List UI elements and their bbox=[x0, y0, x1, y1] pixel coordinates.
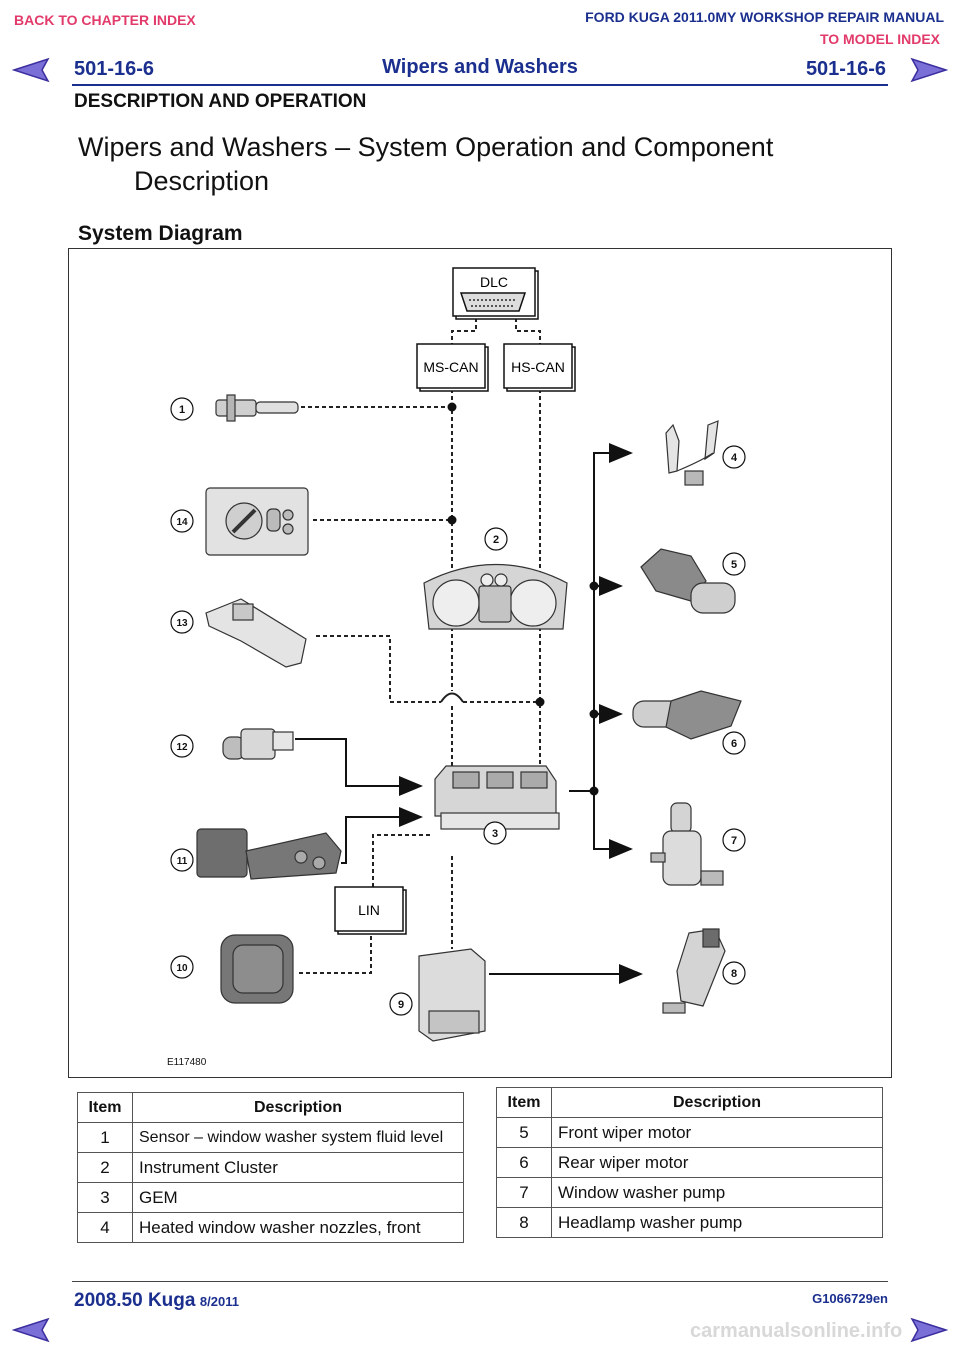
manual-title: FORD KUGA 2011.0MY WORKSHOP REPAIR MANUA… bbox=[585, 9, 944, 25]
hs-can-label: HS-CAN bbox=[511, 359, 565, 375]
section-subtitle: System Diagram bbox=[78, 222, 243, 245]
callout-14: 14 bbox=[176, 517, 188, 528]
item-description: Instrument Cluster bbox=[132, 1152, 464, 1183]
item-description: Headlamp washer pump bbox=[551, 1207, 883, 1238]
callout-12: 12 bbox=[176, 742, 188, 753]
callout-10: 10 bbox=[176, 963, 188, 974]
callout-4: 4 bbox=[731, 452, 738, 464]
figure-id: E117480 bbox=[167, 1057, 207, 1068]
col-item-header: Item bbox=[77, 1092, 133, 1123]
hs-can-box: HS-CAN bbox=[503, 343, 576, 392]
page-title-line2: Description bbox=[134, 166, 270, 196]
header-rule bbox=[72, 84, 888, 86]
headlamp-washer-pump-illustration bbox=[662, 928, 726, 1014]
item-description: Rear wiper motor bbox=[551, 1147, 883, 1178]
front-wiper-motor-illustration bbox=[640, 548, 736, 614]
footer-date: 8/2011 bbox=[199, 1294, 239, 1309]
rain-sensor-illustration bbox=[220, 934, 294, 1004]
footer-doc-code: G1066729en bbox=[812, 1291, 888, 1306]
col-item-header: Item bbox=[496, 1087, 552, 1118]
prev-page-arrow-icon[interactable] bbox=[12, 1316, 52, 1344]
callout-7: 7 bbox=[731, 835, 737, 847]
system-diagram: DLC MS-CAN HS-CAN LIN bbox=[68, 248, 892, 1078]
callout-13: 13 bbox=[176, 618, 188, 629]
instrument-cluster-illustration bbox=[423, 564, 568, 630]
ms-can-label: MS-CAN bbox=[423, 359, 478, 375]
next-page-arrow-icon[interactable] bbox=[908, 1316, 948, 1344]
sensor-plug-illustration bbox=[222, 728, 294, 760]
back-to-chapter-index-link[interactable]: BACK TO CHAPTER INDEX bbox=[14, 12, 196, 28]
item-description: GEM bbox=[132, 1182, 464, 1213]
watermark: carmanualsonline.info bbox=[690, 1320, 903, 1342]
callout-9: 9 bbox=[398, 999, 404, 1011]
item-number: 3 bbox=[77, 1182, 133, 1213]
table-header-row: Item Description bbox=[496, 1087, 883, 1118]
fluid-level-sensor-illustration bbox=[215, 394, 299, 422]
callout-5: 5 bbox=[731, 559, 737, 571]
prev-page-arrow-icon[interactable] bbox=[12, 56, 52, 84]
lin-box: LIN bbox=[334, 886, 407, 935]
callout-8: 8 bbox=[731, 968, 737, 980]
system-diagram-drawing: DLC MS-CAN HS-CAN LIN bbox=[167, 267, 746, 1068]
section-title: Wipers and Washers bbox=[382, 56, 578, 78]
wiper-stalk-switch-illustration bbox=[196, 828, 342, 880]
item-number: 8 bbox=[496, 1207, 552, 1238]
next-page-arrow-icon[interactable] bbox=[908, 56, 948, 84]
dlc-label: DLC bbox=[480, 274, 508, 290]
item-number: 2 bbox=[77, 1152, 133, 1183]
control-module-illustration bbox=[205, 598, 307, 668]
callout-6: 6 bbox=[731, 738, 737, 750]
category-heading: DESCRIPTION AND OPERATION bbox=[74, 91, 367, 112]
callout-3: 3 bbox=[492, 828, 498, 840]
junction-box-illustration bbox=[418, 948, 486, 1042]
item-description: Heated window washer nozzles, front bbox=[132, 1212, 464, 1243]
callout-2: 2 bbox=[493, 534, 499, 546]
callout-11: 11 bbox=[177, 856, 188, 867]
washer-nozzles-illustration bbox=[665, 420, 719, 486]
item-number: 4 bbox=[77, 1212, 133, 1243]
footer-model-date: 2008.50 Kuga 8/2011 bbox=[74, 1290, 239, 1312]
item-description: Sensor – window washer system fluid leve… bbox=[132, 1122, 464, 1153]
dlc-box: DLC bbox=[452, 267, 539, 320]
page-title-line1: Wipers and Washers – System Operation an… bbox=[78, 132, 774, 162]
item-number: 1 bbox=[77, 1122, 133, 1153]
item-number: 5 bbox=[496, 1117, 552, 1148]
headlamp-switch-illustration bbox=[205, 487, 309, 556]
rear-wiper-motor-illustration bbox=[632, 690, 742, 740]
item-number: 6 bbox=[496, 1147, 552, 1178]
callouts: 1 2 3 4 5 6 7 8 9 10 11 12 13 14 bbox=[170, 397, 746, 1016]
footer-rule bbox=[72, 1281, 888, 1282]
table-header-row: Item Description bbox=[77, 1092, 464, 1123]
col-description-header: Description bbox=[132, 1092, 464, 1123]
page-code-left: 501-16-6 bbox=[74, 58, 155, 80]
callout-1: 1 bbox=[179, 404, 185, 416]
lin-label: LIN bbox=[358, 902, 380, 918]
page-code-right: 501-16-6 bbox=[805, 58, 886, 80]
col-description-header: Description bbox=[551, 1087, 883, 1118]
footer-model: 2008.50 Kuga bbox=[74, 1290, 196, 1311]
item-number: 7 bbox=[496, 1177, 552, 1208]
ms-can-box: MS-CAN bbox=[416, 343, 489, 392]
item-description: Front wiper motor bbox=[551, 1117, 883, 1148]
gem-module-illustration bbox=[434, 765, 560, 830]
to-model-index-link[interactable]: TO MODEL INDEX bbox=[819, 31, 940, 47]
window-washer-pump-illustration bbox=[650, 802, 724, 886]
item-description: Window washer pump bbox=[551, 1177, 883, 1208]
